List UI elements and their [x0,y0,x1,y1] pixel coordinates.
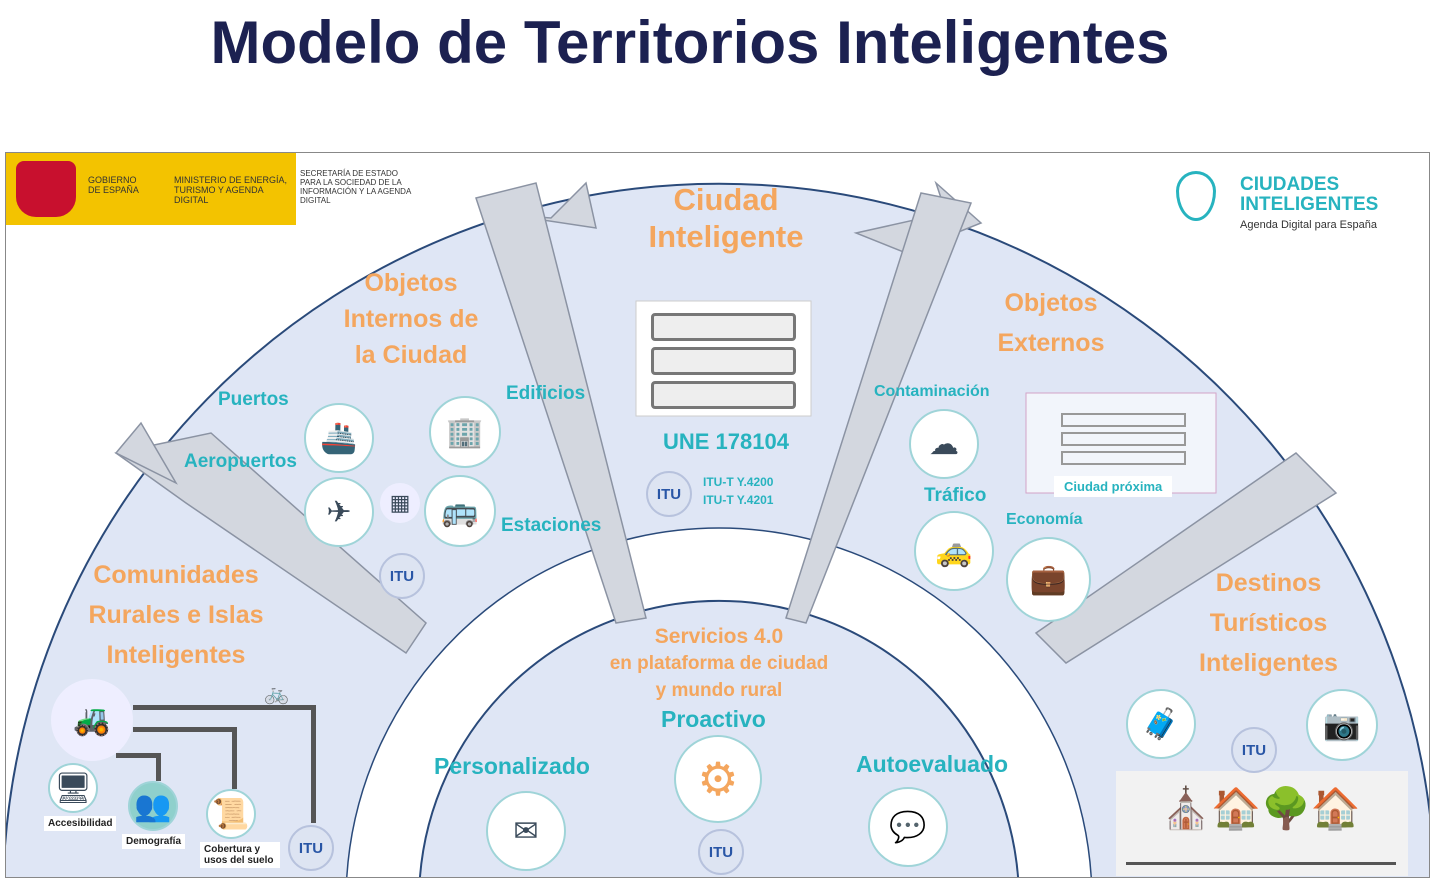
camera-icon: 📷 [1306,689,1378,761]
label-autoevaluado: Autoevaluado [856,751,1009,777]
land-use-icon: 📜 [206,789,256,839]
ministry-label: MINISTERIO DE ENERGÍA, TURISMO Y AGENDA … [174,175,288,205]
connector-line [133,705,316,710]
label-cobertura: Cobertura y usos del suelo [200,842,280,868]
chat-icon: 💬 [868,787,948,867]
label-ciudad-proxima: Ciudad próxima [1054,476,1173,497]
itu-standard-2: ITU-T Y.4201 [703,493,774,507]
connector-line [311,705,316,823]
bicycle-icon: 🚲 [264,683,289,705]
office-icon: ▦ [380,483,420,523]
brand-name-1: CIUDADES [1240,174,1340,195]
taxi-icon: 🚕 [914,511,994,591]
connector-line [133,727,236,732]
label-economia: Economía [1006,511,1083,528]
itu-standard-1: ITU-T Y.4200 [703,475,774,489]
connector-line [116,753,161,758]
itu-logo: ITU [698,829,744,875]
demography-icon: 👥 [128,781,178,831]
connector-line [232,727,237,789]
town-skyline-icon: ⛪🏠🌳🏠 [1126,785,1396,865]
warehouse-tractor-icon: 🚜 [51,679,133,761]
airplane-icon: ✈ [304,477,374,547]
label-contaminacion: Contaminación [874,383,990,400]
label-aeropuertos: Aeropuertos [184,451,297,472]
label-edificios: Edificios [506,383,586,404]
email-icon: ✉ [486,791,566,871]
building-icon: 🏢 [429,396,501,468]
gear-icon: ⚙ [674,735,762,823]
brand-tagline: Agenda Digital para España [1240,219,1377,231]
accessibility-icon: 🖥 [48,763,98,813]
brand-name-2: INTELIGENTES [1240,194,1379,215]
ship-icon: 🚢 [304,403,374,473]
label-estaciones: Estaciones [501,515,602,536]
suitcase-icon: 🧳 [1126,689,1196,759]
gov-label: GOBIERNO DE ESPAÑA [88,175,139,195]
itu-logo: ITU [1231,727,1277,773]
page-title: Modelo de Territorios Inteligentes [210,9,1170,76]
secretary-label: SECRETARÍA DE ESTADO PARA LA SOCIEDAD DE… [300,169,411,205]
label-personalizado: Personalizado [434,753,590,779]
itu-logo: ITU [288,825,334,871]
coat-of-arms-logo [16,161,76,217]
cloud-icon: ☁ [909,409,979,479]
label-demografia: Demografía [122,834,186,849]
label-trafico: Tráfico [924,485,987,506]
pin-icon [1176,171,1216,221]
server-icon [651,313,796,409]
une-standard: UNE 178104 [663,429,789,454]
itu-logo: ITU [379,553,425,599]
label-puertos: Puertos [218,389,289,410]
diagram: GOBIERNO DE ESPAÑA MINISTERIO DE ENERGÍA… [5,152,1430,878]
label-proactivo: Proactivo [661,706,766,732]
label-accesibilidad: Accesibilidad [44,816,117,831]
bus-icon: 🚌 [424,475,496,547]
itu-logo: ITU [646,471,692,517]
briefcase-icon: 💼 [1006,537,1091,622]
nearby-server-icon [1061,413,1186,465]
connector-line [156,753,161,781]
